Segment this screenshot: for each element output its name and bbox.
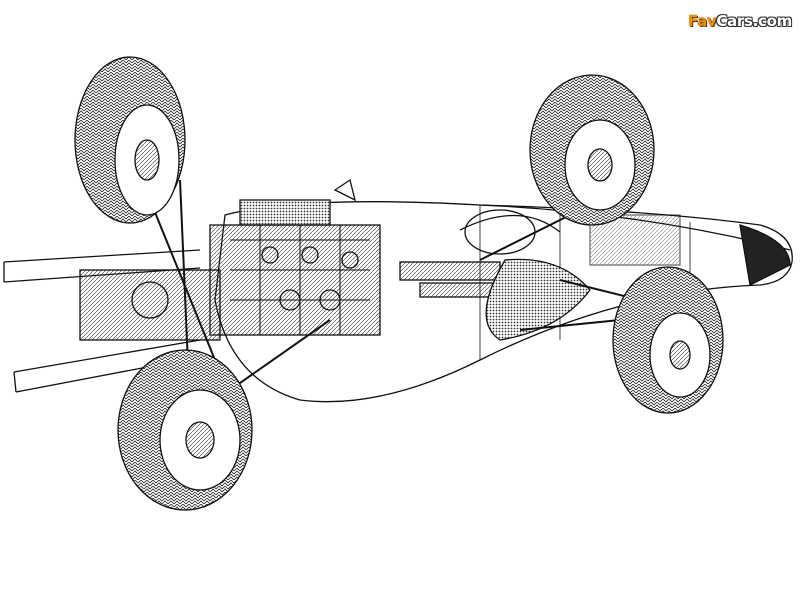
- wheel-rear-top: [74, 56, 186, 224]
- engine: [209, 178, 381, 336]
- wheel-rear-bottom: [117, 349, 253, 511]
- favcars-watermark: FavCars.com: [688, 12, 792, 30]
- wheel-front-top: [529, 74, 655, 226]
- watermark-fav: Fav: [688, 12, 717, 30]
- gearbox: [79, 179, 221, 411]
- wheel-front-bottom: [612, 266, 724, 414]
- suspension-rods: [229, 199, 641, 391]
- watermark-cars: Cars.com: [716, 12, 792, 30]
- exhaust-pipes: [3, 249, 206, 393]
